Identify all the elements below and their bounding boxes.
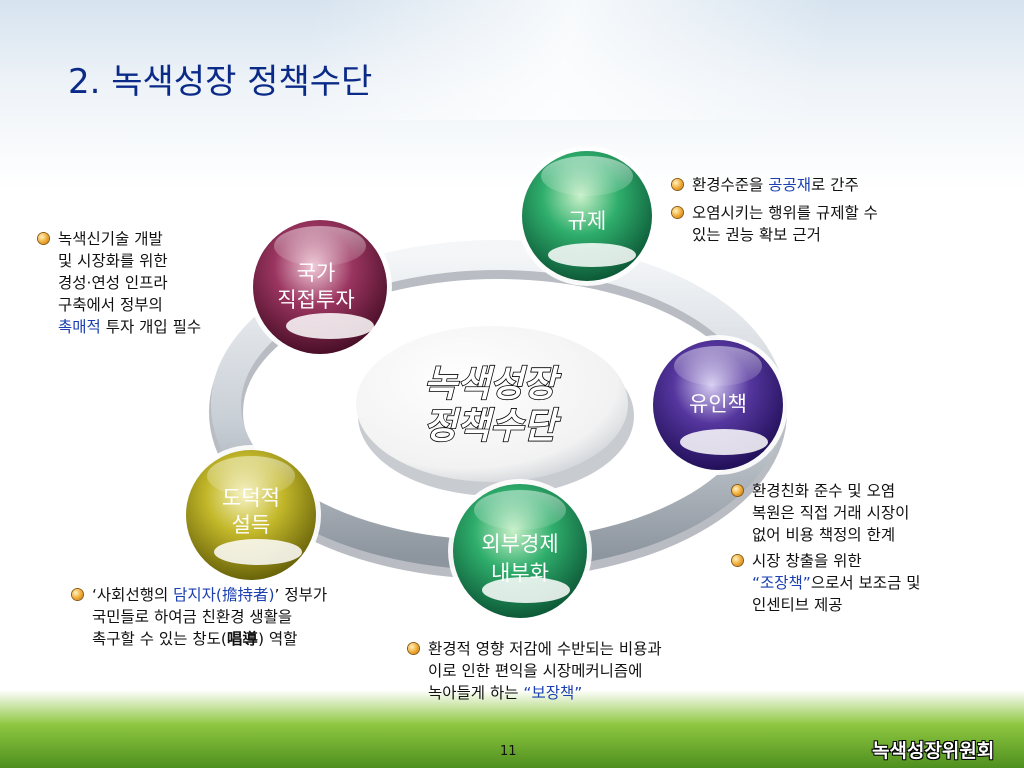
bullet-icon — [38, 233, 49, 244]
bullet-icon — [732, 485, 743, 496]
note-external-economy: 환경적 영향 저감에 수반되는 비용과 이로 인한 편익을 시장메커니즘에 녹아… — [408, 638, 662, 704]
note-incentive-item: 환경친화 준수 및 오염 복원은 직접 거래 시장이 없어 비용 책정의 한계 — [732, 480, 921, 546]
note-external-item: 환경적 영향 저감에 수반되는 비용과 이로 인한 편익을 시장메커니즘에 녹아… — [408, 638, 662, 704]
bullet-icon — [408, 643, 419, 654]
bullet-icon — [72, 589, 83, 600]
orb-incentive: 유인책 — [648, 335, 788, 475]
page-number: 11 — [500, 744, 517, 759]
center-title-line1: 녹색성장 — [424, 364, 561, 405]
orb-external-economy: 외부경제 내부화 — [448, 479, 592, 623]
note-national-investment: 녹색신기술 개발 및 시장화를 위한 경성·연성 인프라 구축에서 정부의 촉매… — [38, 228, 201, 338]
note-regulation-item: 오염시키는 행위를 규제할 수 있는 권능 확보 근거 — [672, 202, 878, 246]
center-ellipse — [356, 326, 628, 482]
note-incentive: 환경친화 준수 및 오염 복원은 직접 거래 시장이 없어 비용 책정의 한계 … — [732, 480, 921, 616]
note-moral-persuasion: ‘사회선행의 담지자(擔持者)’ 정부가 국민들로 하여금 친환경 생활을 촉구… — [72, 584, 327, 650]
bullet-icon — [672, 179, 683, 190]
grass-background — [0, 690, 1024, 768]
orb-moral-line2: 설득 — [232, 513, 271, 537]
orb-external-line2: 내부화 — [491, 561, 549, 585]
organization-name: 녹색성장위원회 — [872, 740, 995, 762]
sky-light-streak — [0, 0, 1024, 120]
orb-moral-persuasion: 도덕적 설득 — [181, 445, 321, 585]
note-incentive-item: 시장 창출을 위한 “조장책”으로서 보조금 및 인센티브 제공 — [732, 550, 921, 616]
page-title: 2. 녹색성장 정책수단 — [68, 62, 373, 102]
orb-national-line2: 직접투자 — [277, 288, 354, 312]
note-national-item: 녹색신기술 개발 및 시장화를 위한 경성·연성 인프라 구축에서 정부의 촉매… — [38, 228, 201, 338]
orb-national-line1: 국가 — [297, 261, 336, 285]
orb-regulation-label: 규제 — [568, 209, 607, 233]
orb-moral-line1: 도덕적 — [222, 486, 280, 510]
note-regulation-item: 환경수준을 공공재로 간주 — [672, 174, 878, 196]
bullet-icon — [732, 555, 743, 566]
note-moral-item: ‘사회선행의 담지자(擔持者)’ 정부가 국민들로 하여금 친환경 생활을 촉구… — [72, 584, 327, 650]
orb-regulation: 규제 — [517, 146, 657, 286]
orb-incentive-label: 유인책 — [689, 392, 747, 416]
center-title-line2: 정책수단 — [424, 406, 561, 447]
bullet-icon — [672, 207, 683, 218]
orb-national-investment: 국가 직접투자 — [248, 215, 392, 359]
note-regulation: 환경수준을 공공재로 간주 오염시키는 행위를 규제할 수 있는 권능 확보 근… — [672, 174, 878, 246]
orb-external-line1: 외부경제 — [481, 532, 558, 556]
